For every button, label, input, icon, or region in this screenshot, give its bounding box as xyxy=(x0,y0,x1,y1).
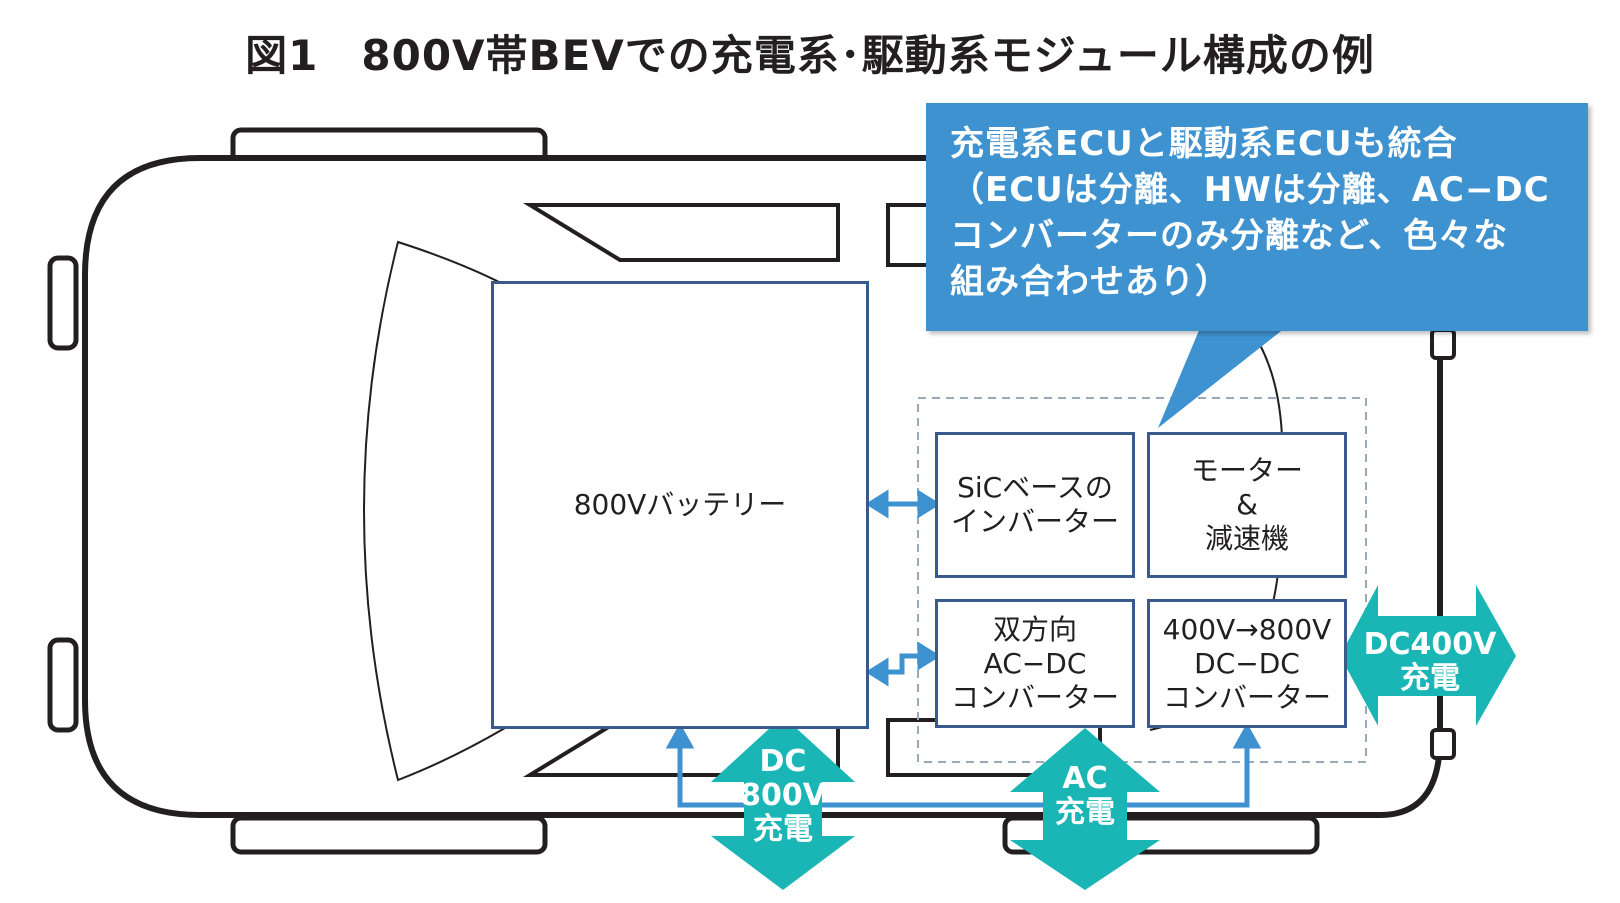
ecu-integration-callout: 充電系ECUと駆動系ECUも統合 （ECUは分離、HWは分離、AC−DC コンバ… xyxy=(926,103,1588,331)
callout-line-1: 充電系ECUと駆動系ECUも統合 xyxy=(950,124,1458,164)
side-window-front-top xyxy=(522,203,840,262)
module-group-boundary xyxy=(917,397,1367,763)
mirror-right xyxy=(47,637,79,733)
charging-bus-line xyxy=(665,722,1262,808)
battery-module: 800Vバッテリー xyxy=(491,281,869,729)
acdc-converter-label: 双方向 AC−DC コンバーター xyxy=(950,612,1119,714)
ac-charge-arrow xyxy=(1010,728,1160,890)
inverter-module: SiCベースの インバーター xyxy=(935,432,1135,578)
ac-charge-label: AC 充電 xyxy=(1055,761,1115,830)
acdc-converter-module: 双方向 AC−DC コンバーター xyxy=(935,599,1135,728)
motor-module: モーター & 減速機 xyxy=(1147,432,1347,578)
connector-battery-acdc xyxy=(865,641,941,687)
dc800-charge-arrow xyxy=(711,716,855,890)
inverter-label: SiCベースの インバーター xyxy=(950,471,1119,538)
dcdc-converter-label: 400V→800V DC−DC コンバーター xyxy=(1162,612,1332,714)
dc400-charge-label: DC400V 充電 xyxy=(1363,627,1497,696)
dcdc-converter-module: 400V→800V DC−DC コンバーター xyxy=(1147,599,1347,728)
callout-line-3: コンバーターのみ分離など、色々な xyxy=(950,216,1509,256)
mirror-left xyxy=(47,255,79,351)
windshield xyxy=(363,240,506,782)
wheel-front-right xyxy=(230,815,548,855)
connector-battery-inverter xyxy=(865,489,941,519)
dc400-charge-arrow xyxy=(1340,585,1516,726)
motor-label: モーター & 減速機 xyxy=(1190,454,1303,555)
callout-pointer xyxy=(1158,328,1285,428)
callout-line-4: 組み合わせあり） xyxy=(950,262,1230,302)
dc800-charge-label: DC 800V 充電 xyxy=(740,744,826,847)
figure-title: 図1 800V帯BEVでの充電系･駆動系モジュール構成の例 xyxy=(245,31,1375,80)
battery-label: 800Vバッテリー xyxy=(573,488,787,521)
callout-line-2: （ECUは分離、HWは分離、AC−DC xyxy=(950,170,1550,210)
